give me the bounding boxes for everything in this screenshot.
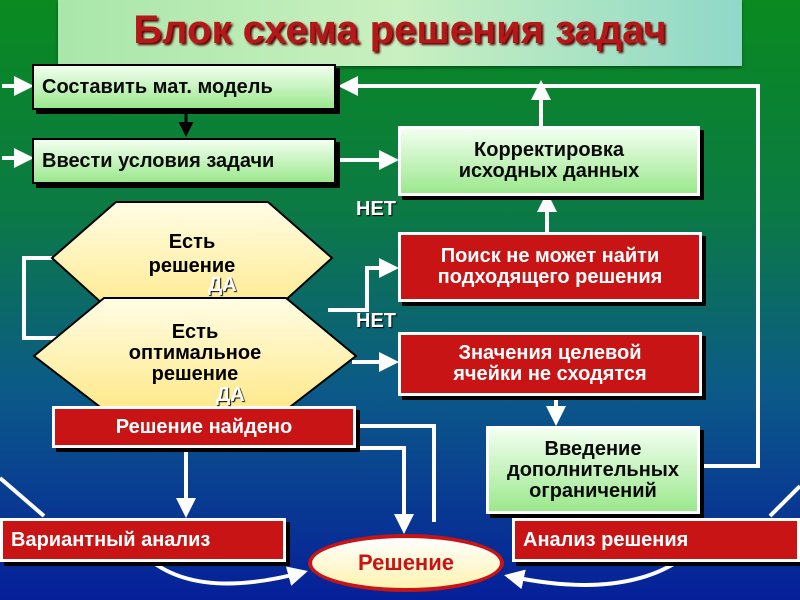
- label-no-2: НЕТ: [356, 310, 396, 332]
- arrow-found-to-solution: [356, 424, 436, 522]
- hexagon-has-solution-text: Есть решение: [116, 230, 268, 278]
- node-constraints: Введение дополнительных ограничений: [486, 426, 700, 514]
- node-correct-data-line1: Корректировка: [474, 139, 624, 161]
- hex2-line1: Есть: [171, 321, 219, 343]
- node-constraints-line1: Введение: [544, 437, 642, 460]
- node-analysis-text: Анализ решения: [523, 528, 689, 551]
- arrow-variant-to-solution: [148, 558, 308, 586]
- node-not-converge: Значения целевой ячейки не сходятся: [398, 332, 702, 396]
- node-solution-text: Решение: [358, 550, 454, 575]
- node-search-fail-line2: подходящего решения: [437, 266, 663, 288]
- hex1-line1: Есть: [168, 231, 216, 253]
- node-make-model: Составить мат. модель: [32, 64, 336, 110]
- arrow-left-diagonal: [0, 476, 46, 518]
- node-search-fail-line1: Поиск не может найти: [440, 245, 660, 267]
- hex2-line2: оптимальное: [128, 342, 262, 364]
- node-constraints-line2: дополнительных: [507, 458, 679, 481]
- label-no-1: НЕТ: [356, 198, 396, 220]
- hex2-line3: решение: [151, 363, 239, 385]
- node-constraints-line3: ограничений: [529, 479, 657, 502]
- node-enter-conditions-text: Ввести условия задачи: [42, 149, 275, 172]
- node-analysis: Анализ решения: [512, 518, 800, 562]
- label-yes-1: ДА: [208, 274, 237, 296]
- node-search-fail: Поиск не может найти подходящего решения: [398, 232, 702, 302]
- hexagon-has-optimal-text: Есть оптимальное решение: [104, 322, 286, 385]
- hex1-line2: решение: [148, 255, 236, 277]
- node-not-converge-line2: ячейки не сходятся: [453, 363, 647, 385]
- arrow-constraints-to-model: [338, 76, 760, 468]
- node-variant-analysis-text: Вариантный анализ: [11, 528, 211, 551]
- node-enter-conditions: Ввести условия задачи: [32, 138, 336, 184]
- node-make-model-text: Составить мат. модель: [42, 75, 273, 98]
- arrow-right-diagonal: [768, 484, 800, 518]
- node-variant-analysis: Вариантный анализ: [0, 518, 286, 562]
- node-correct-data-line2: исходных данных: [458, 160, 640, 182]
- node-solution-found: Решение найдено: [52, 406, 356, 448]
- node-solution: Решение: [308, 534, 504, 592]
- arrow-hex1-no: [328, 258, 399, 312]
- label-yes-2: ДА: [216, 384, 245, 406]
- node-not-converge-line1: Значения целевой: [458, 342, 642, 364]
- title-bar: [58, 0, 742, 66]
- page-title: Блок схема решения задач: [133, 8, 667, 52]
- node-correct-data: Корректировка исходных данных: [398, 126, 700, 196]
- arrow-found-down-to-solution: [356, 446, 414, 534]
- arrow-analysis-to-solution: [504, 558, 682, 590]
- node-solution-found-text: Решение найдено: [115, 415, 293, 438]
